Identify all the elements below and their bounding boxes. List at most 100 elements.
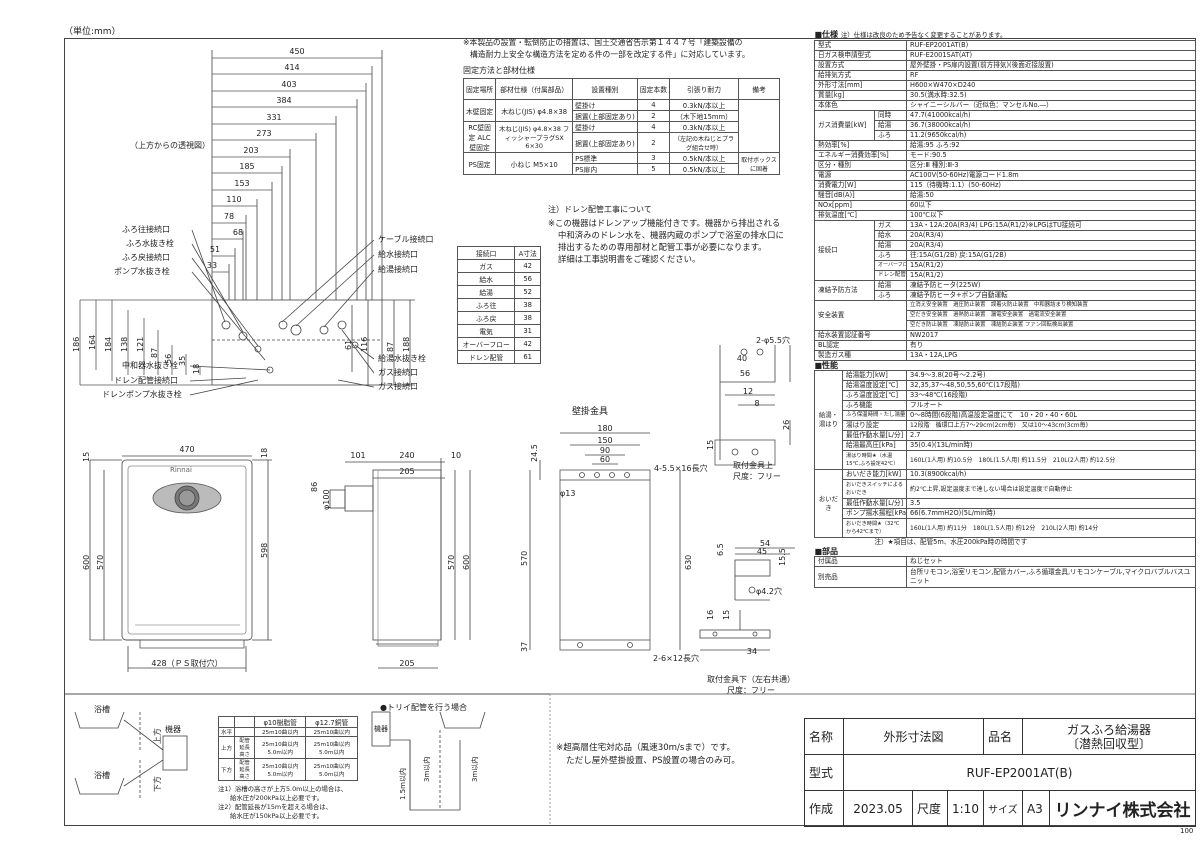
spec-key: 消費電力[W]: [814, 180, 907, 191]
side-d10: 10: [450, 451, 462, 460]
front-d18: 18: [260, 447, 269, 458]
side-d101: 101: [350, 451, 366, 460]
spec-val: 36.7(38000kcal/h): [906, 120, 1196, 131]
perf-key: おいだきスイッチによるおいだき: [842, 479, 907, 499]
dim-top-11: 78: [223, 212, 235, 221]
perf-row: ふろ機能フルオート: [815, 400, 1196, 411]
spec-subkey: 給湯: [874, 280, 907, 291]
spec-key: 給水装置認証番号: [814, 330, 907, 341]
conn-cell: 42: [514, 259, 541, 273]
fix-cell: PS標準: [572, 152, 638, 164]
label-furo-drain: ふろ水抜き栓: [126, 239, 174, 248]
drain-note-1: ※この機器はドレンアップ機能付きです。機器から排出される: [548, 218, 781, 228]
trap-height-3m: 3m以内: [423, 756, 431, 782]
side-bottom: 205: [399, 659, 415, 668]
dim-top-10: 110: [226, 195, 242, 204]
perf-row: ふろ温度設定[℃]33～48℃(16段階): [815, 390, 1196, 401]
spec-row: 質量[kg]30.5(満水時:32.5): [814, 90, 1196, 101]
upper-d8: 8: [754, 399, 760, 408]
spec-val: H600×W470×D240: [906, 80, 1196, 91]
label-drain-pipe: ドレン配管接続口: [114, 376, 178, 385]
conn-cell: ふろ戻: [456, 311, 516, 325]
fix-cell: （木下地15mm）: [669, 110, 739, 122]
spec-key: BL認定: [814, 340, 907, 351]
bracket-bottom-note: 2-6×12長穴: [653, 654, 699, 663]
front-d15: 15: [82, 451, 91, 462]
product-line-2: 〔潜熱回収型〕: [1066, 736, 1151, 751]
page-number: 100: [1180, 827, 1194, 835]
dim-left-1: 186: [72, 336, 81, 352]
spec-val: 13A・12A:20A(R3/4) LPG:15A(R1/2)※LPGはTU接続…: [906, 220, 1196, 231]
spec-row: 外形寸法[mm]H600×W470×D240: [814, 80, 1196, 91]
spec-key: 接続口: [814, 220, 875, 281]
top-view-label: （上方からの透視図）: [130, 141, 210, 150]
spec-val: NW2017: [906, 330, 1196, 341]
pipe-cell: 25m10曲以内 5.0m以内: [253, 758, 307, 781]
spec-val: 100℃以下: [906, 210, 1196, 221]
bracket-d150: 150: [597, 436, 613, 445]
dim-top-8: 185: [239, 162, 255, 171]
conn-cell: 給水: [456, 272, 516, 286]
fix-th-count: 固定本数: [636, 78, 671, 100]
front-width: 470: [179, 445, 195, 454]
heater-label: 機器: [165, 725, 181, 734]
trap-heater: 機器: [374, 725, 388, 733]
spec-val: RUF-EP2001AT(B): [906, 40, 1196, 51]
perf-row: おいだきスイッチによるおいだき約2℃上昇,設定温度まで達しない場合は設定温度で自…: [815, 479, 1196, 499]
label-hot-water-drain: 給湯水抜き栓: [378, 354, 426, 363]
drain-note-3: 排出するための専用部材と配管工事が必要になります。: [558, 242, 767, 252]
spec-subkey: ドレン配管: [874, 270, 907, 281]
perf-key: おいだき時間★（32℃から42℃まで）: [842, 518, 907, 538]
spec-val: AC100V(50-60Hz)電源コード1.8m: [906, 170, 1196, 181]
perf-key: 最低作動水量[L/分]: [842, 498, 907, 509]
spec-key: 本体色: [814, 100, 907, 111]
spec-key: 質量[kg]: [814, 90, 907, 101]
conn-cell: 42: [514, 337, 541, 351]
lower-d34: 34: [746, 647, 758, 656]
lower-d54: 54: [759, 539, 771, 548]
drawing-frame: [64, 38, 1196, 826]
pipe-cell: 25m10曲以内 5.0m以内: [305, 758, 358, 781]
fix-cell: 0.3kN/本以上: [669, 99, 739, 111]
conn-cell: 61: [514, 350, 541, 364]
fix-th-remark: 備考: [738, 78, 780, 100]
spec-val: 屋外壁掛・PS扉内設置(前方排気)(後面近接設置): [906, 60, 1196, 71]
front-pitch: 428（ＰＳ取付穴）: [151, 659, 223, 668]
spec-key: 区分・種別: [814, 160, 907, 171]
spec-val: 区分:Ⅲ 種別:Ⅲ-3: [906, 160, 1196, 171]
bracket-title: 壁掛金具: [572, 407, 609, 417]
parts-title-row: ■部品: [815, 547, 1196, 557]
spec-val: 47.7(41000kcal/h): [906, 110, 1196, 121]
lower-d15-5: 15.5: [778, 548, 787, 566]
perf-row: 給湯温度設定[℃]32,35,37～48,50,55,60℃(17段階): [815, 380, 1196, 391]
perf-key: 湯はり設定: [842, 420, 907, 431]
upper-fitting-caption: 取付金具上: [733, 461, 773, 470]
dim-right-3: 87: [386, 341, 395, 352]
fix-cell: 2: [636, 132, 671, 153]
trap-height-1-5m: 1.5m以内: [399, 768, 407, 800]
bottom-note-4: 給水圧が150kPa以上必要です。: [230, 812, 324, 820]
fix-cell: 0.3kN/本以上: [669, 120, 739, 134]
bracket-hole-note: 4-5.5×16長穴: [654, 464, 708, 473]
fix-cell: 木ねじ(JIS) φ4.8×38: [495, 99, 574, 122]
front-h600: 600: [82, 554, 91, 570]
upper-fitting-scale: 尺度：フリー: [733, 472, 781, 481]
fix-cell: PS扉内: [572, 163, 638, 175]
dim-top-6: 273: [256, 129, 272, 138]
fix-method-table: 固定場所 部材仕様（付属部品） 設置種別 固定本数 引張り耐力 備考 木壁固定 …: [462, 78, 780, 175]
side-d205: 205: [399, 467, 415, 476]
down-label: 下方: [153, 776, 162, 792]
upper-d56: 56: [739, 369, 751, 378]
fix-cell: 4: [636, 120, 671, 134]
conn-cell: 電気: [456, 324, 516, 338]
perf-key: 給湯能力[kW]: [842, 370, 907, 381]
spec-row: 設置方式屋外壁掛・PS扉内設置(前方排気)(後面近接設置): [814, 60, 1196, 71]
perf-val: 約2℃上昇,設定温度まで達しない場合は設定温度で自動停止: [906, 479, 1196, 499]
pipe-cell: 水平: [217, 727, 236, 737]
perf-vert-label-1: 給湯・湯はり: [814, 370, 843, 470]
